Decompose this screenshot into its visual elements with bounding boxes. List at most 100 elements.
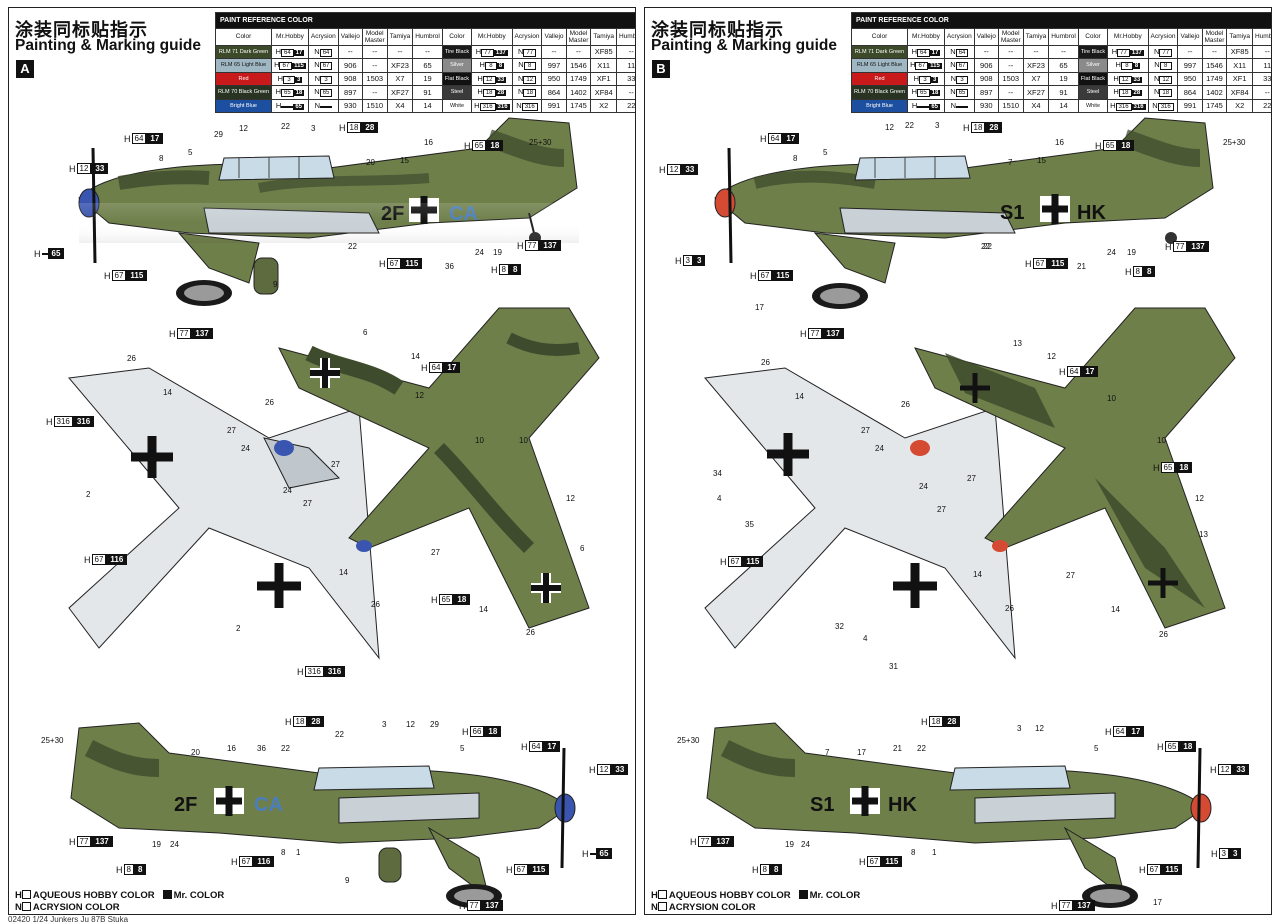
part-callout: 5	[188, 148, 193, 157]
part-callout: 35	[745, 520, 754, 529]
part-callout: 17	[755, 303, 764, 312]
part-callout: 22	[983, 242, 992, 251]
part-callout: 26	[761, 358, 770, 367]
vallejo-cell: --	[973, 44, 999, 59]
color-swatch: RLM 71 Dark Green	[214, 44, 273, 59]
part-callout: 24	[170, 840, 179, 849]
humbrol-cell: --	[615, 44, 635, 59]
part-callout: 21	[1077, 262, 1086, 271]
part-callout: 3	[1017, 724, 1022, 733]
part-callout: 2	[86, 490, 91, 499]
tamiya-cell: X2	[1226, 98, 1253, 113]
side-view-left-top: 2F CA	[78, 117, 579, 306]
part-callout: 1	[296, 848, 301, 857]
column-header: Acrysion	[943, 27, 975, 46]
en-title: Painting & Marking guide	[15, 37, 202, 54]
part-callout: 27	[937, 505, 946, 514]
upper-plan-view	[278, 307, 600, 629]
part-callout: 24	[801, 840, 810, 849]
color-swatch: Steel	[1077, 85, 1109, 100]
part-callout: 8	[281, 848, 286, 857]
part-callout: 26	[265, 398, 274, 407]
mm-cell: --	[997, 44, 1024, 59]
part-callout: 29	[214, 130, 223, 139]
vallejo-cell: 930	[337, 98, 363, 113]
column-header: Mr.Hobby	[471, 27, 513, 46]
part-callout: 36	[257, 744, 266, 753]
part-callout: 13	[1199, 530, 1208, 539]
column-header: Model Master	[361, 27, 388, 46]
part-callout: 26	[1005, 604, 1014, 613]
part-callout: 16	[424, 138, 433, 147]
part-callout: 3	[311, 124, 316, 133]
fuselage-code-left-2: 2F	[174, 794, 197, 816]
column-header: Vallejo	[973, 27, 999, 46]
column-header: Model Master	[997, 27, 1024, 46]
column-header: Humbrol	[412, 27, 443, 46]
part-callout: 4	[717, 494, 722, 503]
vallejo-cell: --	[337, 44, 363, 59]
part-callout: 26	[127, 354, 136, 363]
part-callout: 24	[875, 444, 884, 453]
part-callout: 6	[363, 328, 368, 337]
part-callout: 9	[345, 876, 350, 885]
column-header: Mr.Hobby	[1107, 27, 1149, 46]
part-callout: 14	[973, 570, 982, 579]
part-callout: 24	[283, 486, 292, 495]
humbrol-cell: --	[1251, 44, 1271, 59]
column-header: Model Master	[1201, 27, 1228, 46]
vallejo-cell: 864	[1177, 85, 1203, 100]
stencil-callout: 25+30	[1223, 138, 1246, 147]
color-swatch: White	[1077, 98, 1109, 113]
mm-cell: --	[565, 44, 592, 59]
part-callout: 17	[1153, 898, 1162, 907]
part-callout: 26	[526, 628, 535, 637]
part-callout: 22	[917, 744, 926, 753]
part-callout: 15	[400, 156, 409, 165]
part-callout: 12	[239, 124, 248, 133]
part-callout: 14	[411, 352, 420, 361]
fuselage-code-right: HK	[1077, 202, 1106, 224]
part-callout: 32	[835, 622, 844, 631]
part-callout: 19	[152, 840, 161, 849]
part-callout: 22	[335, 730, 344, 739]
underside-plan-view	[68, 367, 380, 660]
part-callout: 12	[885, 123, 894, 132]
part-callout: 12	[1195, 494, 1204, 503]
panel-b: 涂装同标贴指示 Painting & Marking guide B PAINT…	[644, 7, 1272, 915]
part-callout: 10	[475, 436, 484, 445]
column-header: Vallejo	[1177, 27, 1203, 46]
en-title: Painting & Marking guide	[651, 37, 838, 54]
part-callout: 27	[303, 499, 312, 508]
column-header: Acrysion	[1147, 27, 1179, 46]
part-callout: 29	[430, 720, 439, 729]
part-callout: 10	[1107, 394, 1116, 403]
